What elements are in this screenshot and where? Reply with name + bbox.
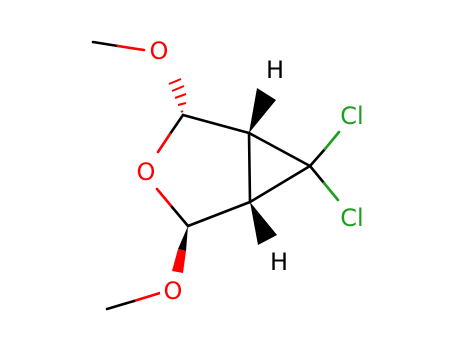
bond-c2-c6 bbox=[247, 131, 312, 168]
solid-wedge-c2-h-top bbox=[249, 88, 276, 133]
hydrogen-bottom-label: H bbox=[270, 248, 288, 276]
solid-wedge-c4-o-bottom-carbon bbox=[178, 226, 188, 251]
bond-c6-cl-top-chlorine bbox=[323, 130, 341, 151]
bond-c3-c6 bbox=[248, 164, 312, 204]
oxygen-methoxy-bottom-label: O bbox=[164, 277, 183, 305]
bond-c6-cl-bottom-chlorine bbox=[322, 181, 340, 202]
bond-o-bottom-methyl-oxygen bbox=[132, 291, 162, 303]
bond-o-bottom-methyl-carbon bbox=[105, 299, 136, 311]
label-bg bbox=[133, 157, 159, 187]
hydrogen-top-label: H bbox=[266, 56, 284, 84]
oxygen-ring-label: O bbox=[137, 158, 156, 186]
bond-c4-c3 bbox=[186, 200, 252, 228]
solid-wedge-c3-h-bottom bbox=[250, 202, 277, 245]
bond-c6-cl-bottom-carbon bbox=[308, 164, 326, 185]
chlorine-bottom-label: Cl bbox=[340, 204, 363, 232]
oxygen-methoxy-top-label: O bbox=[150, 37, 169, 65]
label-bg bbox=[160, 276, 186, 306]
chlorine-top-label: Cl bbox=[340, 102, 363, 130]
bond-c1-c2 bbox=[181, 113, 251, 135]
bond-oring-c4-oxygen bbox=[155, 187, 174, 209]
bond-c1-oring-oxygen bbox=[156, 132, 172, 154]
label-bg bbox=[146, 36, 172, 66]
bond-methyl-top-o-carbon bbox=[91, 40, 120, 48]
solid-wedge-c4-o-bottom-oxygen bbox=[172, 249, 186, 273]
hashed-wedge-c1-o-top bbox=[168, 78, 187, 113]
bond-c2-c3 bbox=[247, 131, 252, 204]
bond-oring-c4-carbon bbox=[170, 205, 190, 228]
bond-c6-cl-top-carbon bbox=[308, 147, 327, 168]
bond-c1-oring-carbon bbox=[168, 113, 185, 136]
bond-methyl-top-o-oxygen bbox=[116, 44, 146, 52]
